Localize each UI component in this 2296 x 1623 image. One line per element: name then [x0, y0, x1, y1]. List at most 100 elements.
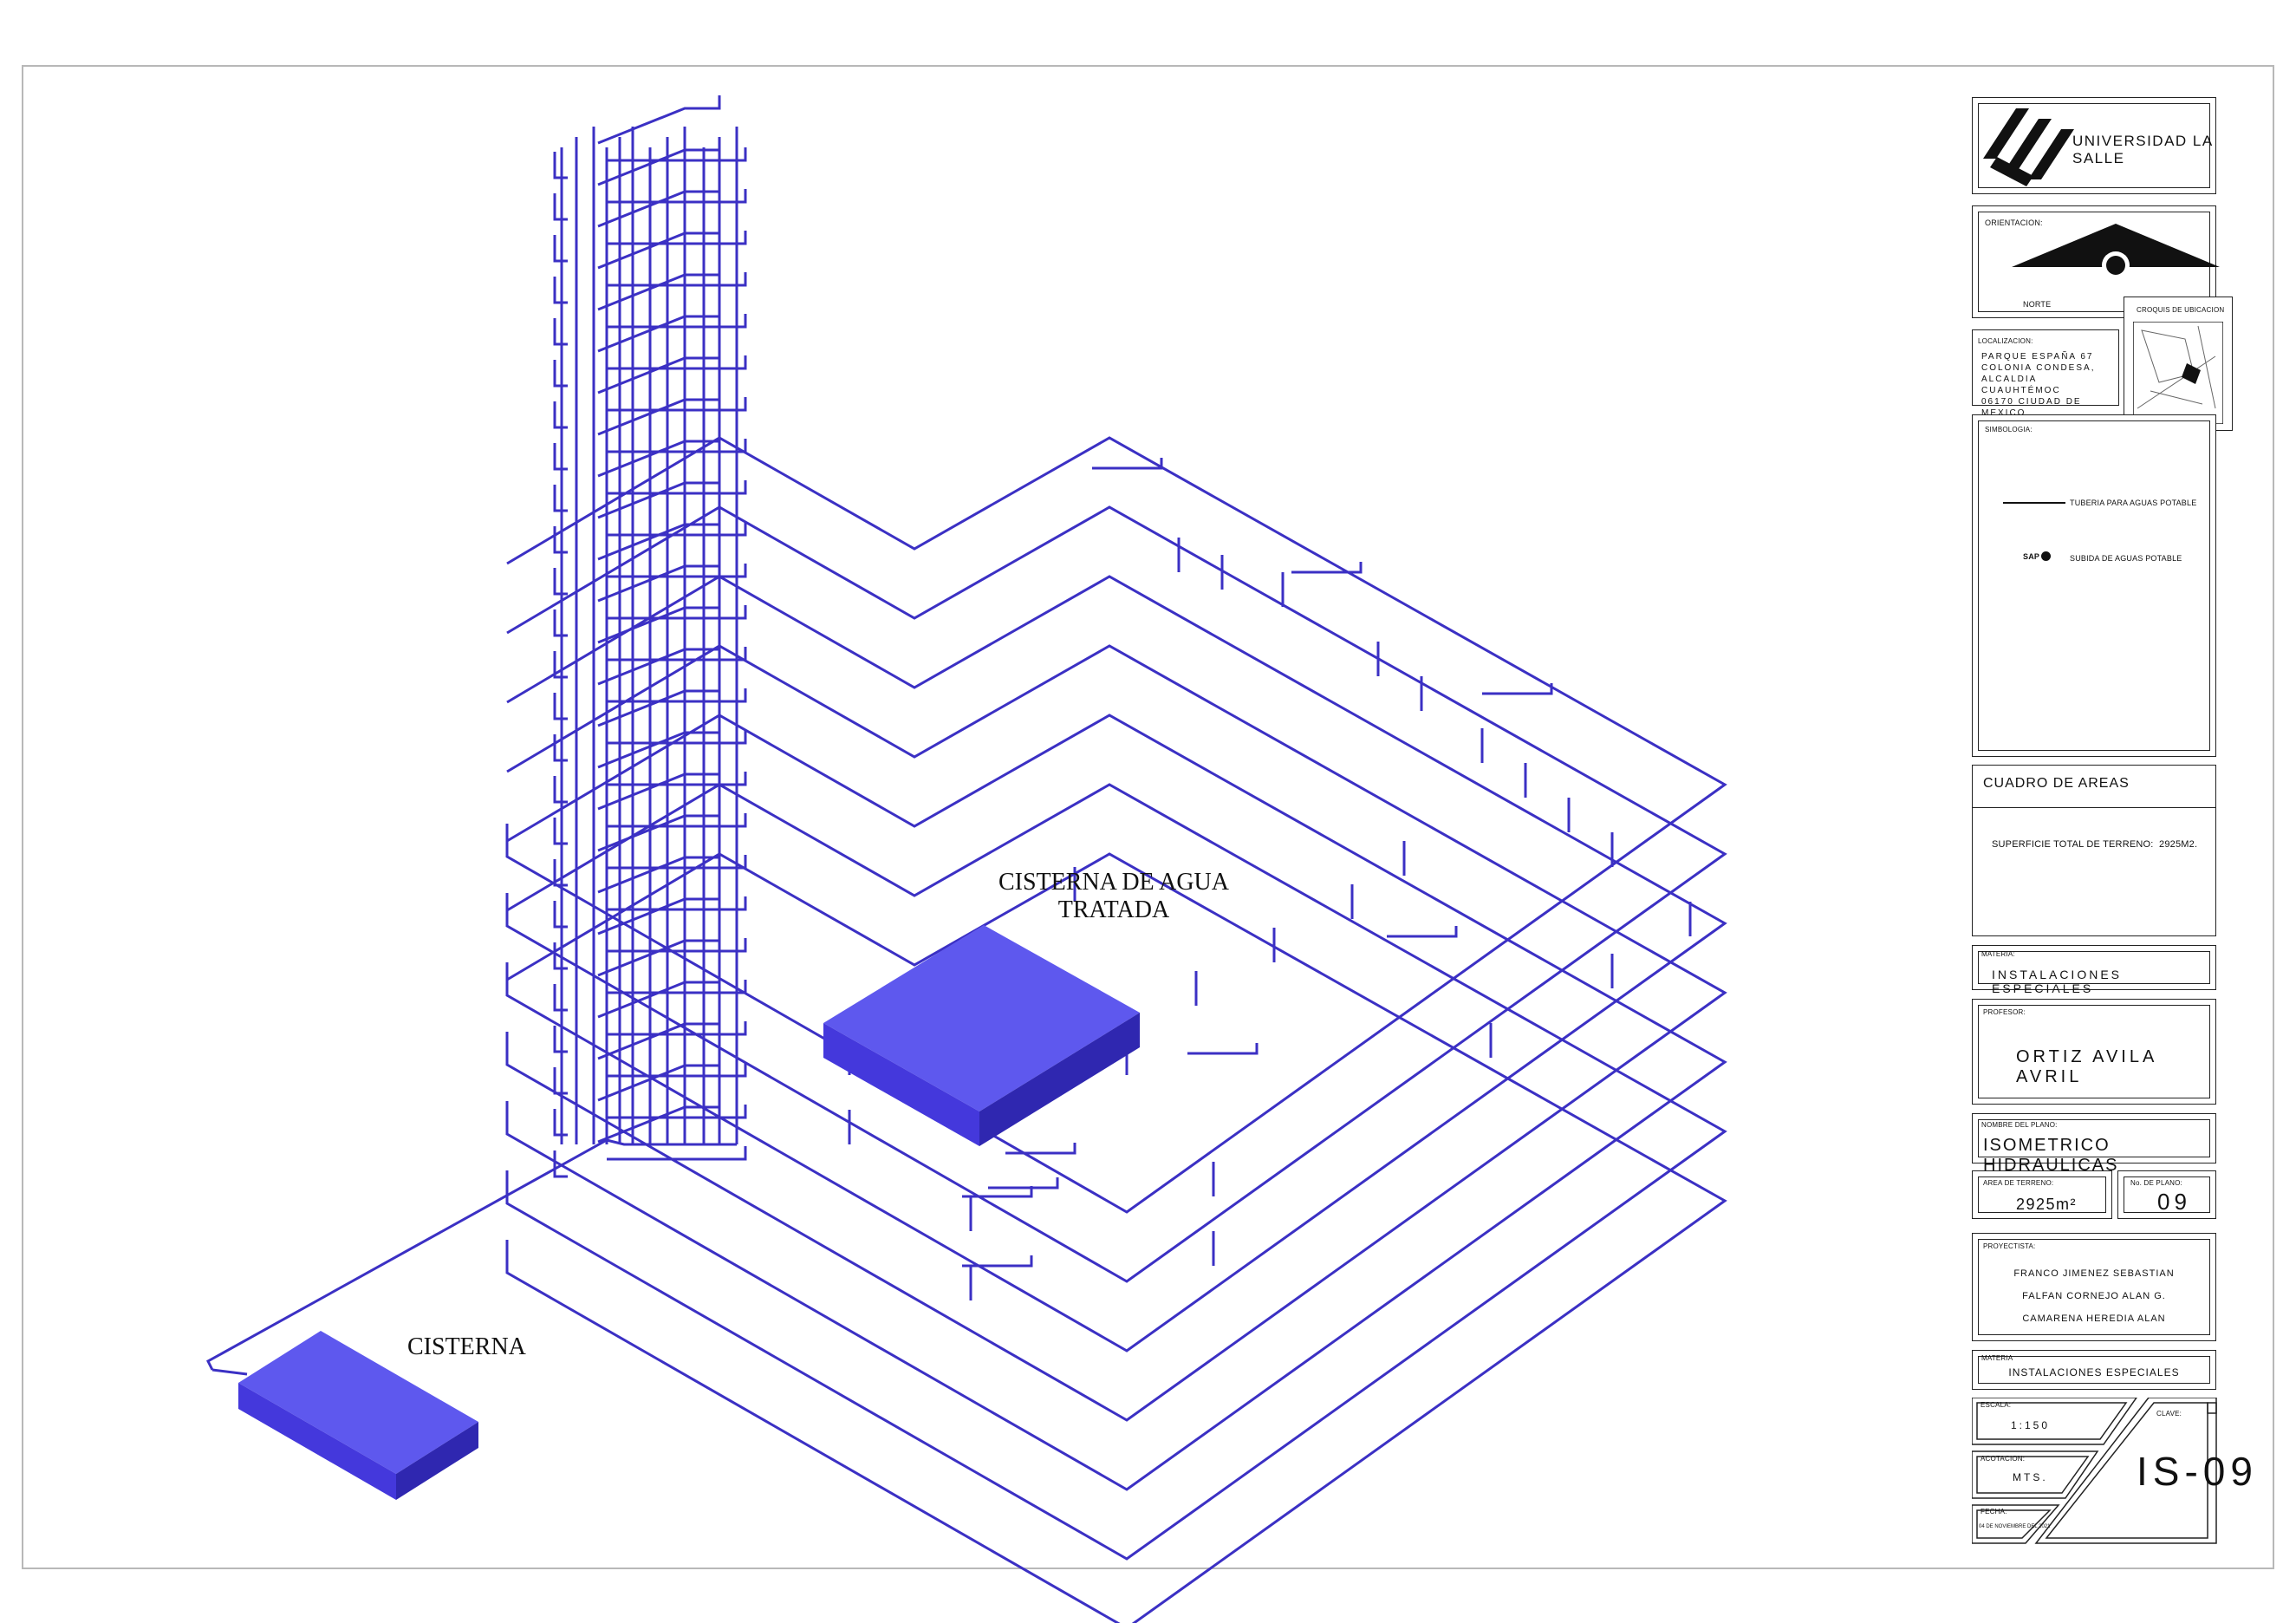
location-sketch-box: CROQUIS DE UBICACION: [2124, 297, 2233, 431]
areas-title: CUADRO DE AREAS: [1983, 776, 2130, 791]
address: PARQUE ESPAÑA 67 COLONIA CONDESA, ALCALD…: [1981, 351, 2118, 419]
fixture-stub: [1387, 926, 1458, 938]
pipe-line-symbol: [2003, 502, 2065, 504]
sap-dot-icon: [2041, 551, 2051, 561]
drawing-sheet-border: [22, 65, 2274, 1569]
land-area: 2925m²: [2016, 1196, 2078, 1213]
scale: 1:150: [2011, 1419, 2051, 1431]
cistern-tank: [238, 1331, 478, 1500]
tower-branch: [597, 179, 721, 228]
tower-branch: [597, 720, 721, 769]
key: IS-09: [2137, 1449, 2258, 1494]
professor-name: ORTIZ AVILA AVRIL: [2016, 1047, 2157, 1086]
subject2: INSTALACIONES ESPECIALES: [2008, 1366, 2180, 1379]
tower-branch: [597, 428, 721, 478]
tower-branch: [607, 522, 747, 537]
tower-branch: [553, 1109, 568, 1137]
tower-branch: [597, 137, 721, 186]
fixture-stub: [988, 1177, 1059, 1190]
plan-number: 09: [2157, 1189, 2191, 1215]
scale-label: ESCALA:: [1981, 1401, 2012, 1409]
address-line-2: COLONIA CONDESA,: [1981, 363, 2096, 373]
key-label: CLAVE:: [2156, 1410, 2182, 1418]
subject2-box: MATERIA INSTALACIONES ESPECIALES: [1972, 1350, 2216, 1390]
designers-box: PROYECTISTA: FRANCO JIMENEZ SEBASTIAN FA…: [1972, 1233, 2216, 1341]
location-label: LOCALIZACION:: [1978, 337, 2033, 345]
tower-branch: [607, 647, 747, 662]
tower-branch: [597, 678, 721, 727]
supply-line-stub: [211, 1368, 248, 1376]
tower-branch: [607, 147, 747, 162]
tower-branch: [607, 564, 747, 578]
floor-loop-6: [505, 783, 1727, 1561]
legend-box: SIMBOLOGIA: TUBERIA PARA AGUAS POTABLE S…: [1972, 414, 2216, 757]
tower-branch: [553, 318, 568, 346]
cistern-label: CISTERNA: [407, 1333, 526, 1360]
tower-branch: [597, 928, 721, 977]
fixture-stub: [1187, 1043, 1259, 1055]
total-area-value: 2925M2.: [2159, 839, 2198, 850]
address-line-3: ALCALDIA CUAUHTÉMOC: [1981, 375, 2061, 395]
fixture-stub: [1291, 562, 1363, 574]
tower-branch: [597, 1011, 721, 1060]
fixture-stub: [1482, 683, 1553, 695]
tower-branch: [553, 776, 568, 804]
subject2-label: MATERIA: [1981, 1354, 2013, 1362]
tower-branch: [607, 231, 747, 245]
bottom-frame: [1972, 1398, 2217, 1544]
address-line-4: 06170 CIUDAD DE MEXICO: [1981, 397, 2082, 418]
tower-branch: [553, 1067, 568, 1095]
tower-branch: [553, 984, 568, 1012]
tower-branch: [597, 761, 721, 811]
date: 04 DE NOVIEMBRE DEL 2021: [1979, 1524, 2051, 1529]
tower-branch: [553, 277, 568, 304]
plan-name-box: NOMBRE DEL PLANO: ISOMETRICO HIDRAULICAS: [1972, 1113, 2216, 1175]
location-map-icon: [2133, 322, 2223, 424]
land-area-box: AREA DE TERRENO: 2925m²: [1972, 1170, 2112, 1219]
tower-branch: [607, 355, 747, 370]
floor-loop-1: [505, 436, 1727, 1214]
tower-branch: [597, 803, 721, 852]
tower-branch: [553, 360, 568, 388]
designers-list: FRANCO JIMENEZ SEBASTIAN FALFAN CORNEJO …: [1973, 1262, 2215, 1330]
units-label: ACOTACION:: [1981, 1455, 2026, 1463]
tower-branch: [553, 152, 568, 179]
tower-branch: [607, 1105, 747, 1119]
university-logo-icon: [1983, 108, 2074, 186]
tower-branch: [553, 942, 568, 970]
fixture-stub: [962, 1255, 1033, 1268]
tower-branch: [607, 896, 747, 911]
tower-branch: [607, 189, 747, 204]
designer-1: FRANCO JIMENEZ SEBASTIAN: [2013, 1268, 2175, 1279]
legend-item-pipe: TUBERIA PARA AGUAS POTABLE: [2070, 499, 2197, 507]
tanks: [238, 925, 1140, 1500]
plan-name-label: NOMBRE DEL PLANO:: [1981, 1121, 2058, 1129]
areas-box: CUADRO DE AREAS SUPERFICIE TOTAL DE TERR…: [1972, 765, 2216, 936]
tower-branch: [597, 844, 721, 894]
tower-branch: [597, 1094, 721, 1144]
tower-branch: [607, 813, 747, 828]
floor-loop-5: [505, 714, 1727, 1491]
fixture-stub: [1005, 1143, 1076, 1155]
tower-branch: [607, 272, 747, 287]
tower-branch: [607, 480, 747, 495]
floor-loop-4: [505, 644, 1727, 1422]
tower-branch: [553, 734, 568, 762]
tower-branch: [553, 526, 568, 554]
plan-name: ISOMETRICO HIDRAULICAS: [1983, 1136, 2119, 1175]
tower-branch: [607, 1021, 747, 1036]
land-area-label: AREA DE TERRENO:: [1983, 1179, 2054, 1187]
tower-branch: [597, 512, 721, 561]
subject-box: MATERIA: INSTALACIONES ESPECIALES: [1972, 945, 2216, 995]
tower-branch: [553, 693, 568, 720]
floor-loop-2: [505, 505, 1727, 1283]
designer-3: CAMARENA HEREDIA ALAN: [2022, 1313, 2166, 1324]
address-line-1: PARQUE ESPAÑA 67: [1981, 352, 2094, 362]
legend-label: SIMBOLOGIA:: [1985, 426, 2033, 433]
tower-branch: [553, 401, 568, 429]
tower-branch: [607, 772, 747, 786]
treated-cistern-label: CISTERNA DE AGUA TRATADA: [971, 869, 1257, 924]
north-label: NORTE: [2023, 300, 2052, 309]
tower-branch: [553, 818, 568, 845]
plan-number-label: No. DE PLANO:: [2130, 1179, 2182, 1187]
